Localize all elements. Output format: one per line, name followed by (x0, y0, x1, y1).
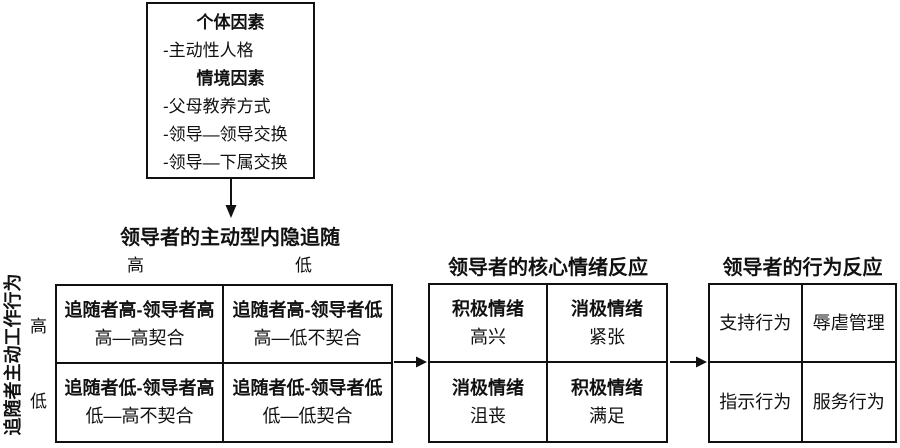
fit-cell-low-high: 追随者低-领导者高 低—高不契合 (57, 363, 224, 441)
antecedent-factors-box: 个体因素 -主动性人格 情境因素 -父母教养方式 -领导—领导交换 -领导—下属… (146, 2, 315, 179)
behavior-matrix-title: 领导者的行为反应 (722, 257, 883, 279)
fit-cell-subtitle: 高—低不契合 (253, 327, 362, 348)
fit-cell-high-low: 追随者高-领导者低 高—低不契合 (224, 286, 391, 364)
emotion-cell-negative-frustrated: 消极情绪 沮丧 (430, 363, 548, 441)
behavior-cell-text: 辱虐管理 (812, 313, 885, 333)
fit-cell-title: 追随者低-领导者高 (64, 378, 215, 399)
behavior-cell-text: 服务行为 (812, 392, 885, 412)
behavior-cell-abusive: 辱虐管理 (802, 285, 895, 363)
behavior-cell-directive: 指示行为 (710, 363, 803, 441)
emotion-cell-title: 消极情绪 (571, 299, 643, 319)
leader-member-exchange-item: -领导—下属交换 (163, 153, 288, 172)
fit-matrix: 追随者高-领导者高 高—高契合 追随者高-领导者低 高—低不契合 追随者低-领导… (55, 284, 393, 443)
behavior-cell-text: 指示行为 (719, 392, 792, 412)
emotion-cell-title: 积极情绪 (571, 378, 643, 398)
fit-cell-title: 追随者高-领导者高 (64, 299, 215, 320)
leader-leader-exchange-item: -领导—领导交换 (163, 125, 288, 144)
fit-cell-subtitle: 高—高契合 (94, 327, 185, 348)
implicit-followership-title: 领导者的主动型内隐追随 (120, 227, 340, 249)
emotion-cell-title: 消极情绪 (452, 378, 524, 398)
behavior-cell-supportive: 支持行为 (710, 285, 803, 363)
emotion-matrix-title: 领导者的核心情绪反应 (448, 257, 648, 279)
emotion-cell-positive-happy: 积极情绪 高兴 (430, 285, 548, 363)
emotion-cell-negative-tense: 消极情绪 紧张 (548, 285, 666, 363)
column-label-low: 低 (295, 256, 312, 275)
row-label-low: 低 (30, 392, 47, 411)
behavior-cell-servant: 服务行为 (803, 363, 896, 441)
vertical-axis-label: 追随者主动工作行为 (3, 273, 23, 436)
fit-cell-subtitle: 低—低契合 (262, 406, 353, 427)
right-arrow-1-icon (394, 356, 427, 368)
row-label-high: 高 (30, 317, 47, 336)
column-label-high: 高 (127, 256, 144, 275)
individual-factors-header: 个体因素 (196, 13, 265, 32)
behavior-cell-text: 支持行为 (719, 313, 792, 333)
fit-cell-subtitle: 低—高不契合 (85, 406, 194, 427)
emotion-cell-subtitle: 满足 (589, 406, 625, 426)
fit-cell-title: 追随者低-领导者低 (232, 378, 383, 399)
down-arrow-icon (225, 179, 237, 218)
fit-cell-high-high: 追随者高-领导者高 高—高契合 (57, 286, 224, 364)
emotion-cell-title: 积极情绪 (452, 299, 524, 319)
parenting-style-item: -父母教养方式 (163, 97, 271, 116)
emotion-cell-subtitle: 沮丧 (470, 406, 506, 426)
right-arrow-2-icon (670, 356, 707, 368)
proactive-personality-item: -主动性人格 (163, 41, 254, 60)
emotion-cell-subtitle: 紧张 (589, 327, 625, 347)
emotion-cell-positive-satisfied: 积极情绪 满足 (548, 363, 666, 441)
fit-cell-low-low: 追随者低-领导者低 低—低契合 (224, 364, 391, 442)
emotion-cell-subtitle: 高兴 (470, 327, 506, 347)
fit-cell-title: 追随者高-领导者低 (232, 299, 383, 320)
behavior-matrix: 支持行为 辱虐管理 指示行为 服务行为 (708, 283, 897, 443)
emotion-matrix: 积极情绪 高兴 消极情绪 紧张 消极情绪 沮丧 积极情绪 满足 (428, 283, 668, 443)
situational-factors-header: 情境因素 (196, 69, 265, 88)
